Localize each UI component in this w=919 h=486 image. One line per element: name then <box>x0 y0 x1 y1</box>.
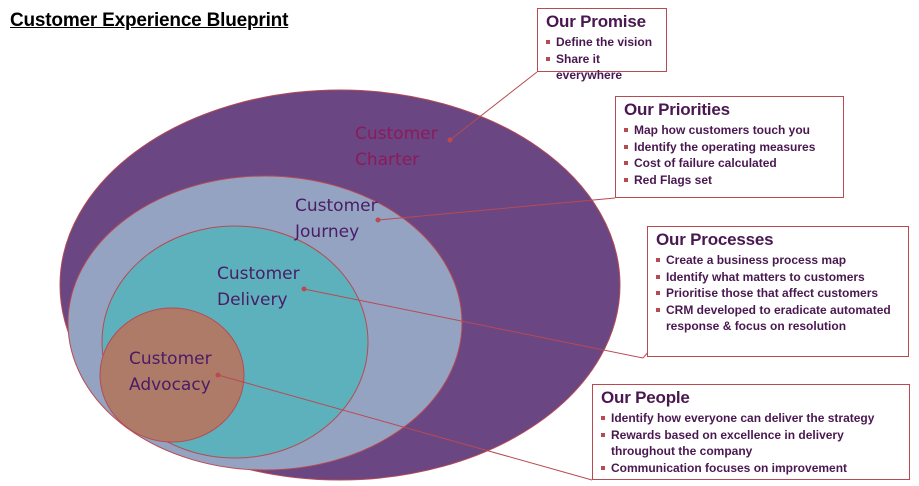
list-item: Share it everywhere <box>546 51 658 84</box>
callout-our-people: Our People Identify how everyone can del… <box>592 384 910 480</box>
list-item: Rewards based on excellence in delivery … <box>601 427 901 460</box>
ring-label-advocacy: Customer Advocacy <box>129 349 217 395</box>
callout-our-promise: Our Promise Define the vision Share it e… <box>537 8 667 82</box>
connector-journey <box>377 197 616 221</box>
callout-list: Identify how everyone can deliver the st… <box>601 410 901 476</box>
connector-dot-journey <box>375 217 381 223</box>
list-item: Identify the operating measures <box>624 139 835 156</box>
connector-advocacy <box>217 374 593 481</box>
callout-heading: Our Promise <box>546 12 646 31</box>
list-item: Red Flags set <box>624 172 835 189</box>
callout-our-priorities: Our Priorities Map how customers touch y… <box>615 96 844 198</box>
list-item: Communication focuses on improvement <box>601 460 901 477</box>
connector-charter <box>449 71 538 141</box>
list-item: Identify what matters to customers <box>656 269 900 286</box>
callout-heading: Our Priorities <box>624 100 730 119</box>
list-item: Prioritise those that affect customers <box>656 285 900 302</box>
connector-dot-charter <box>447 137 453 143</box>
connector-dot-delivery <box>301 286 307 292</box>
callout-list: Map how customers touch you Identify the… <box>624 122 835 188</box>
list-item: Cost of failure calculated <box>624 155 835 172</box>
callout-heading: Our People <box>601 388 690 407</box>
list-item: Define the vision <box>546 34 658 51</box>
callout-list: Define the vision Share it everywhere <box>546 34 658 84</box>
callout-our-processes: Our Processes Create a business process … <box>647 226 909 357</box>
ring-label-delivery: Customer Delivery <box>217 264 305 310</box>
connector-dot-advocacy <box>215 372 221 378</box>
diagram-title: Customer Experience Blueprint <box>10 10 289 31</box>
list-item: Map how customers touch you <box>624 122 835 139</box>
list-item: Create a business process map <box>656 252 900 269</box>
ellipse-customer-advocacy <box>99 307 245 443</box>
callout-heading: Our Processes <box>656 230 774 249</box>
list-item: Identify how everyone can deliver the st… <box>601 410 901 427</box>
ring-label-journey: Customer Journey <box>294 196 383 242</box>
ring-label-charter: Customer Charter <box>355 124 443 170</box>
list-item: CRM developed to eradicate automated res… <box>656 302 900 335</box>
callout-list: Create a business process map Identify w… <box>656 252 900 335</box>
